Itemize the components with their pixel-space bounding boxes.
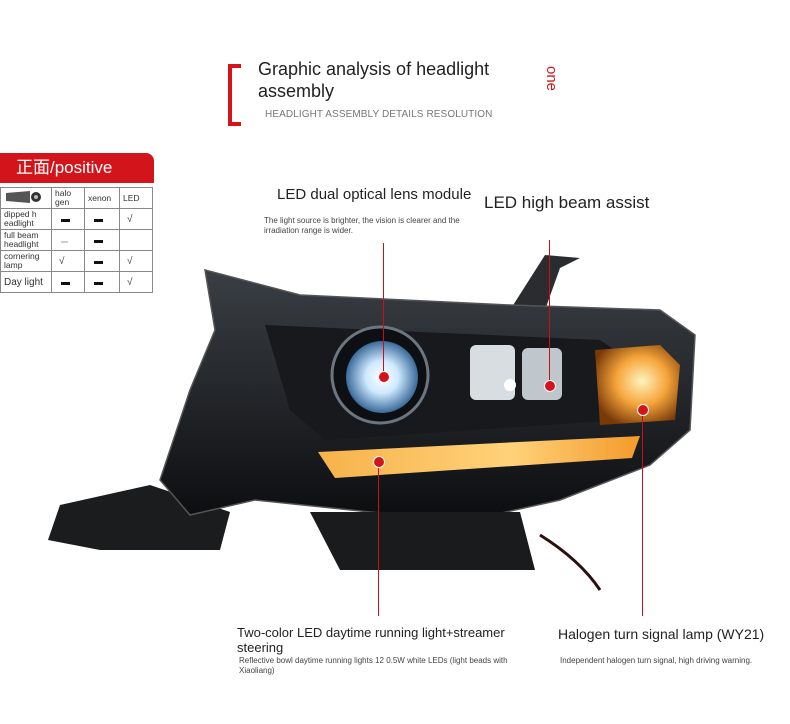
- dash-mark: [51, 208, 85, 230]
- page-subtitle: HEADLIGHT ASSEMBLY DETAILS RESOLUTION: [265, 109, 493, 120]
- vertical-tag: one: [543, 66, 560, 92]
- turn-signal-callout-dot: [637, 404, 649, 416]
- title-bracket: [228, 64, 241, 126]
- row-label: dipped h eadlight: [0, 208, 52, 230]
- drl-callout-dot: [373, 456, 385, 468]
- check-mark: √: [119, 271, 153, 293]
- spec-row: cornering lamp √ √: [0, 250, 153, 272]
- spec-row: dipped h eadlight √: [0, 208, 153, 230]
- col-halogen: halo gen: [51, 187, 85, 209]
- turn-signal-desc: Independent halogen turn signal, high dr…: [560, 656, 753, 665]
- daytime-running-desc: Reflective bowl daytime running lights 1…: [239, 656, 508, 675]
- daytime-running-label: Two-color LED daytime running light+stre…: [237, 625, 505, 655]
- check-mark: √: [119, 208, 153, 230]
- spec-row: full beam headlight: [0, 229, 153, 251]
- turn-signal-label: Halogen turn signal lamp (WY21): [558, 626, 765, 642]
- drl-callout-line: [378, 462, 379, 616]
- lens-callout-line: [383, 243, 384, 377]
- lens-module-desc: The light source is brighter, the vision…: [264, 216, 460, 235]
- col-xenon: xenon: [84, 187, 120, 209]
- col-led: LED: [119, 187, 153, 209]
- high-beam-callout-line: [549, 240, 550, 385]
- high-beam-callout-dot: [544, 380, 556, 392]
- high-beam-label: LED high beam assist: [484, 193, 650, 212]
- faint-mark: [51, 229, 85, 251]
- bulb-icon-cell: [0, 187, 52, 209]
- headlight-assembly-image: [48, 255, 696, 591]
- spec-table: halo gen xenon LED dipped h eadlight √ f…: [0, 187, 153, 293]
- page-title: Graphic analysis of headlight assembly: [258, 59, 490, 101]
- positive-tab[interactable]: 正面/positive: [0, 153, 154, 183]
- empty-cell: [119, 229, 153, 251]
- headlight-bulb-icon: [6, 191, 41, 203]
- row-label: full beam headlight: [0, 229, 52, 251]
- lens-callout-dot: [378, 371, 390, 383]
- dash-mark: [84, 229, 120, 251]
- turn-signal-callout-line: [642, 412, 643, 616]
- spec-header-row: halo gen xenon LED: [0, 187, 153, 209]
- dash-mark: [84, 208, 120, 230]
- lens-module-label: LED dual optical lens module: [277, 186, 472, 203]
- row-label: Day light: [0, 271, 52, 293]
- spec-row: Day light √: [0, 271, 153, 293]
